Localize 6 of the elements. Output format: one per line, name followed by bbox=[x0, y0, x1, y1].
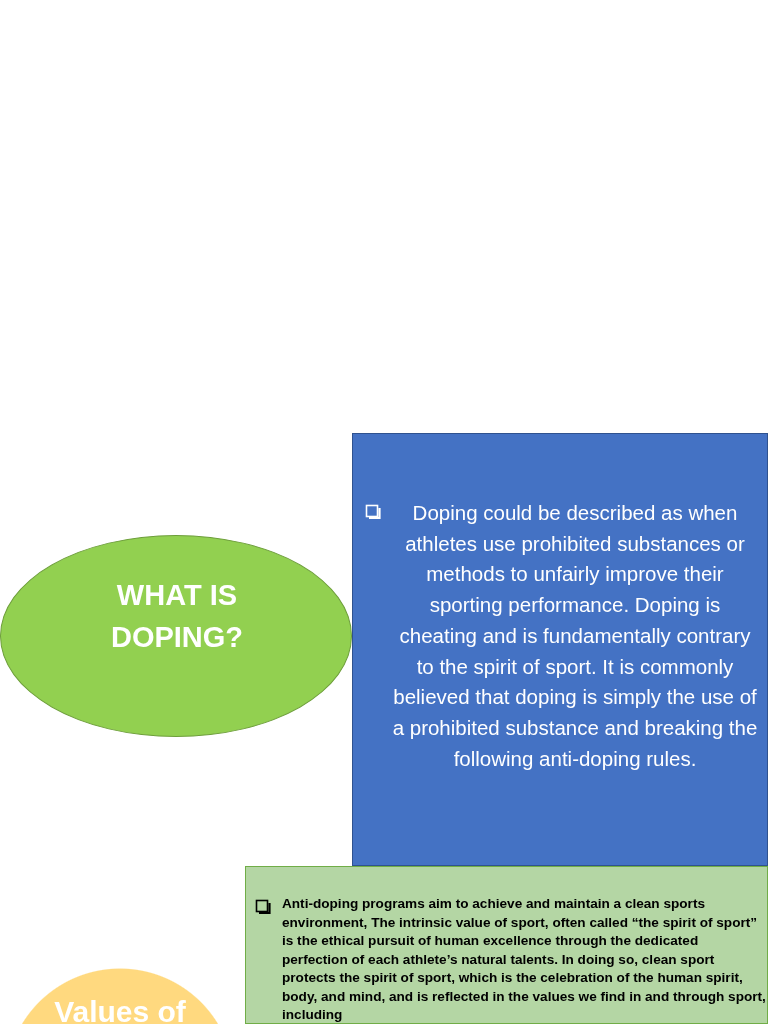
text-panel bbox=[352, 433, 768, 866]
heading-text: WHAT IS DOPING? bbox=[109, 578, 245, 655]
text-panel bbox=[245, 866, 768, 1024]
heading-text: Values of bbox=[53, 1000, 187, 1024]
paragraph-text: Anti-doping programs aim to achieve and maintain a clean sports environment, The intrinsic value of sport, often called “the spirit of sport” is the ethical pursuit of human excellence through the dedicated perfection of each athlete’s natural talents. In doing so, clean sport protects the spirit of sport, which is the celebration of the human spirit, body, and mind, and is reflected in the values we find in and through sport, including bbox=[282, 895, 766, 1023]
paragraph-text: Doping could be described as when athletes use prohibited substances or methods to unfairly improve their sporting performance. Doping is cheating and is fundamentally contrary to the spirit of sport. It is commonly believed that doping is simply the use of a prohibited substance and breaking the following anti-doping rules. bbox=[391, 500, 759, 772]
